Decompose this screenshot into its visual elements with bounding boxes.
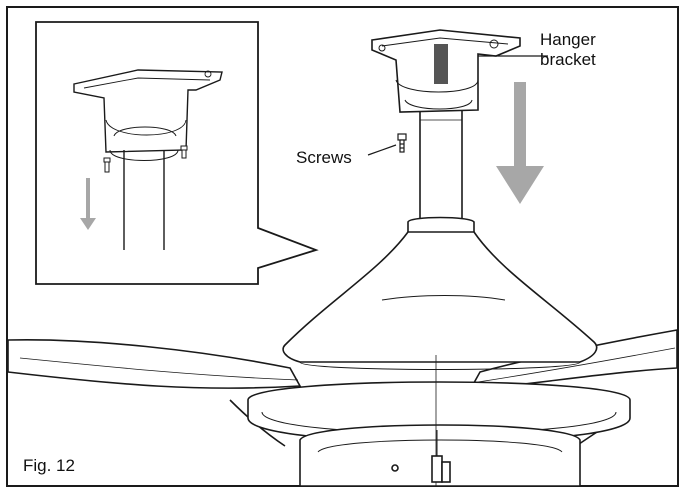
screw-icon: [397, 133, 407, 153]
figure-caption: Fig. 12: [23, 456, 75, 475]
down-arrow-icon: [496, 82, 544, 204]
hanger-label-line2: bracket: [540, 50, 596, 69]
detail-inset: [35, 21, 319, 285]
screw-icon: [180, 145, 188, 159]
screw-icon: [103, 157, 111, 173]
screws-label: Screws: [296, 148, 352, 167]
hanger-bracket: [371, 29, 521, 113]
hanger-bracket-label: Hanger bracket: [540, 30, 596, 70]
hanger-label-line1: Hanger: [540, 30, 596, 49]
motor-housing: [247, 216, 631, 487]
down-arrow-icon: [80, 178, 96, 230]
downrod: [419, 109, 463, 223]
screws-leader-line: [367, 144, 397, 156]
